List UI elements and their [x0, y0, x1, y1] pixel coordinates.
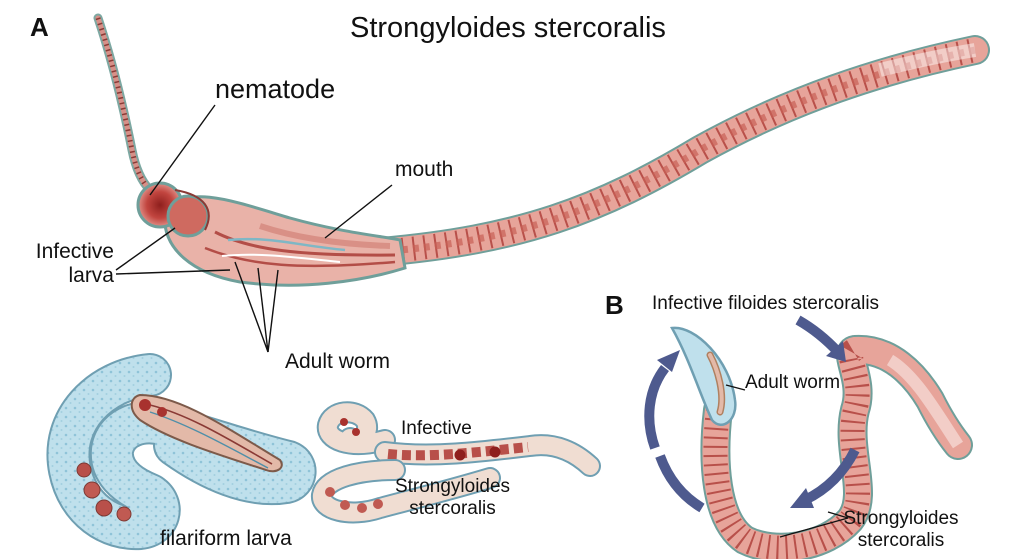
cycle-arrows: [644, 315, 860, 513]
label-mouth: mouth: [395, 158, 454, 181]
filariform-larva: [46, 353, 317, 551]
label-infective-small: Infective: [401, 418, 472, 439]
label-strongyloides-small-2: stercoralis: [409, 498, 496, 519]
label-strongyloides-small-1: Strongyloides: [394, 476, 511, 497]
label-strongyloides-b-1: Strongyloides: [843, 508, 959, 529]
small-worms: [311, 401, 601, 524]
label-nematode: nematode: [215, 74, 336, 104]
main-worm: [93, 13, 990, 287]
label-infective-larva-2: larva: [68, 264, 114, 287]
panel-label-b: B: [605, 290, 624, 320]
cycle-worm: [670, 326, 973, 559]
panel-label-a: A: [30, 12, 49, 42]
label-infective-filoides: Infective filoides stercoralis: [652, 293, 880, 314]
label-filariform-larva: filariform larva: [160, 527, 292, 550]
label-strongyloides-b-2: stercoralis: [857, 530, 945, 551]
diagram-title: Strongyloides stercoralis: [350, 12, 666, 44]
leader-lines-b: [725, 384, 849, 538]
label-adult-worm-b: Adult worm: [745, 372, 841, 393]
label-infective-larva-1: Infective: [35, 240, 114, 263]
leader-lines-a: [115, 104, 393, 353]
label-adult-worm-a: Adult worm: [285, 350, 391, 373]
